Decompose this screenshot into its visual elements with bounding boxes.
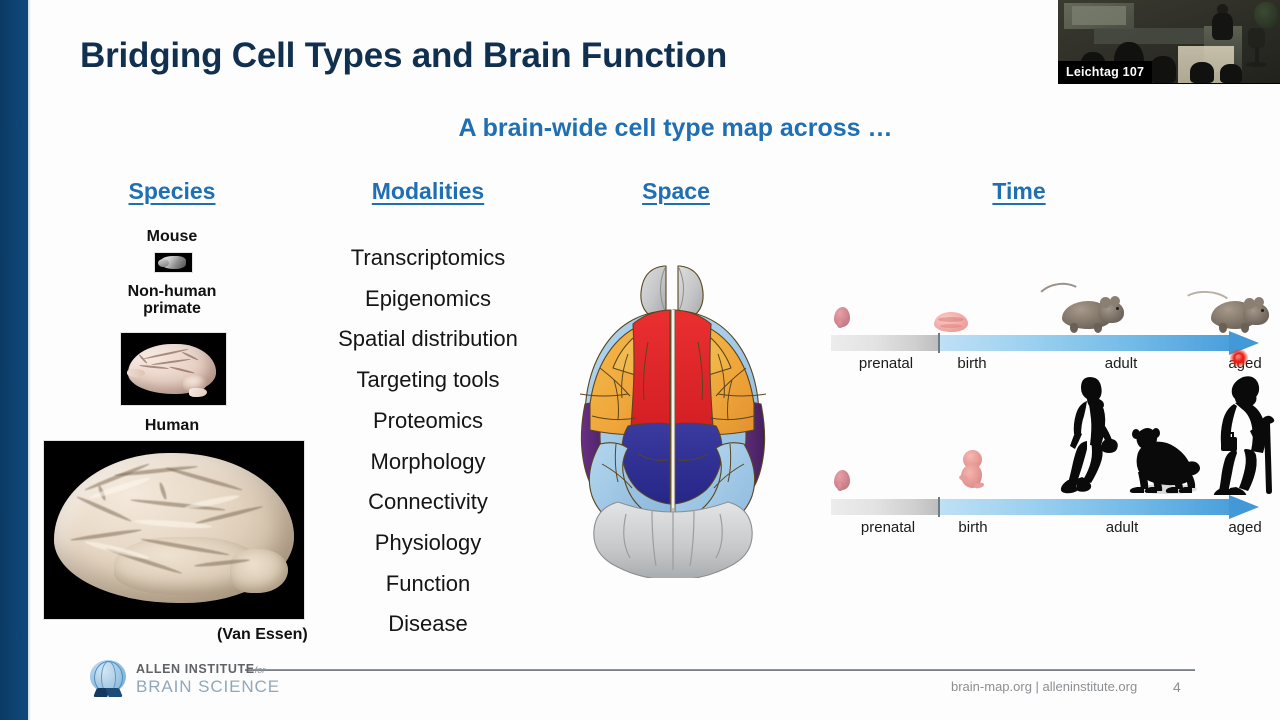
human-brain-photo bbox=[43, 440, 305, 620]
human-fetus-figure bbox=[958, 450, 985, 490]
rail-edge-highlight bbox=[28, 0, 31, 720]
human-embryo-figure bbox=[834, 470, 850, 491]
column-header-modalities: Modalities bbox=[371, 178, 485, 204]
logo-for-word: for bbox=[254, 665, 266, 675]
page-subtitle: A brain-wide cell type map across … bbox=[458, 114, 893, 142]
modality-item: Disease bbox=[388, 611, 468, 637]
webcam-office-chair bbox=[1244, 28, 1270, 72]
modality-item: Transcriptomics bbox=[350, 245, 506, 270]
nhp-label-line1: Non-human bbox=[127, 283, 217, 300]
webcam-room-label: Leichtag 107 bbox=[1058, 61, 1153, 83]
species-label-mouse: Mouse bbox=[146, 228, 198, 245]
page-title: Bridging Cell Types and Brain Function bbox=[80, 36, 728, 75]
column-header-species: Species bbox=[128, 178, 216, 204]
modality-item: Targeting tools bbox=[356, 367, 500, 393]
aged-mouse-figure bbox=[1180, 285, 1273, 335]
webcam-projection-screen-inner bbox=[1072, 6, 1126, 25]
modality-item: Spatial distribution bbox=[338, 326, 518, 352]
human-lifespan-timeline: prenatal birth adult aged bbox=[831, 495, 1263, 536]
webcam-audience-member bbox=[1220, 64, 1242, 83]
left-navy-rail bbox=[0, 0, 28, 720]
logo-text-line-2: BRAIN SCIENCE bbox=[136, 677, 280, 696]
column-header-time: Time bbox=[992, 178, 1046, 204]
timeline-label-birth: birth bbox=[958, 519, 988, 536]
species-label-human: Human bbox=[144, 417, 200, 434]
monkey-silhouette bbox=[1127, 423, 1203, 495]
timeline-label-adult: adult bbox=[1104, 355, 1138, 372]
allen-institute-logo: ALLEN INSTITUTEfor BRAIN SCIENCE bbox=[88, 658, 280, 702]
timeline-label-prenatal: prenatal bbox=[860, 519, 916, 536]
adult-mouse-figure bbox=[1034, 279, 1128, 333]
footer-divider bbox=[245, 669, 1195, 671]
adult-woman-silhouette bbox=[1060, 377, 1122, 495]
macaque-brain-photo bbox=[120, 332, 227, 406]
mouse-brain-thumbnail bbox=[154, 252, 193, 273]
species-label-non-human-primate: Non-human primate bbox=[72, 283, 272, 318]
nhp-label-line2: primate bbox=[143, 300, 201, 318]
modalities-list: Transcriptomics Epigenomics Spatial dist… bbox=[268, 238, 588, 645]
human-brain-credit: (Van Essen) bbox=[217, 626, 308, 643]
timeline-label-adult: adult bbox=[1105, 519, 1139, 536]
timeline-label-birth: birth bbox=[957, 355, 987, 372]
timeline-postnatal-segment bbox=[939, 335, 1231, 351]
modality-item: Epigenomics bbox=[365, 285, 491, 311]
allen-brain-logo-icon bbox=[88, 660, 128, 700]
logo-text-line-1: ALLEN INSTITUTEfor bbox=[136, 662, 266, 676]
column-header-space: Space bbox=[642, 178, 710, 204]
timeline-label-prenatal: prenatal bbox=[858, 355, 914, 372]
modality-item: Physiology bbox=[374, 529, 482, 555]
timeline-prenatal-segment bbox=[831, 499, 939, 515]
mouse-embryo-figure bbox=[834, 307, 850, 328]
timeline-postnatal-segment bbox=[939, 499, 1231, 515]
timeline-birth-tick bbox=[938, 497, 940, 517]
timeline-prenatal-segment bbox=[831, 335, 939, 351]
footer-urls: brain-map.org | alleninstitute.org bbox=[951, 679, 1138, 694]
footer-page-number: 4 bbox=[1173, 679, 1181, 695]
modality-item: Morphology bbox=[370, 448, 486, 474]
webcam-overlay[interactable]: Leichtag 107 bbox=[1058, 0, 1280, 84]
modality-item: Connectivity bbox=[368, 489, 488, 515]
timeline-birth-tick bbox=[938, 333, 940, 353]
laser-pointer-dot bbox=[1235, 354, 1243, 362]
slide-content-area: Bridging Cell Types and Brain Function A… bbox=[31, 0, 1280, 720]
timeline-label-aged: aged bbox=[1228, 519, 1262, 536]
webcam-plant bbox=[1254, 2, 1278, 28]
modality-item: Proteomics bbox=[372, 407, 484, 433]
modality-item: Function bbox=[385, 570, 471, 596]
webcam-counter bbox=[1094, 28, 1220, 44]
timeline-arrowhead bbox=[1229, 495, 1259, 519]
mouse-lifespan-timeline: prenatal birth adult aged bbox=[831, 331, 1263, 372]
webcam-audience-member bbox=[1150, 56, 1176, 83]
webcam-audience-member bbox=[1190, 62, 1214, 83]
mouse-brain-dorsal-figure bbox=[556, 258, 806, 581]
elderly-woman-with-cane-silhouette bbox=[1209, 375, 1279, 497]
webcam-speaker-figure bbox=[1210, 4, 1234, 40]
mouse-neonatal-brain-figure bbox=[934, 312, 968, 332]
